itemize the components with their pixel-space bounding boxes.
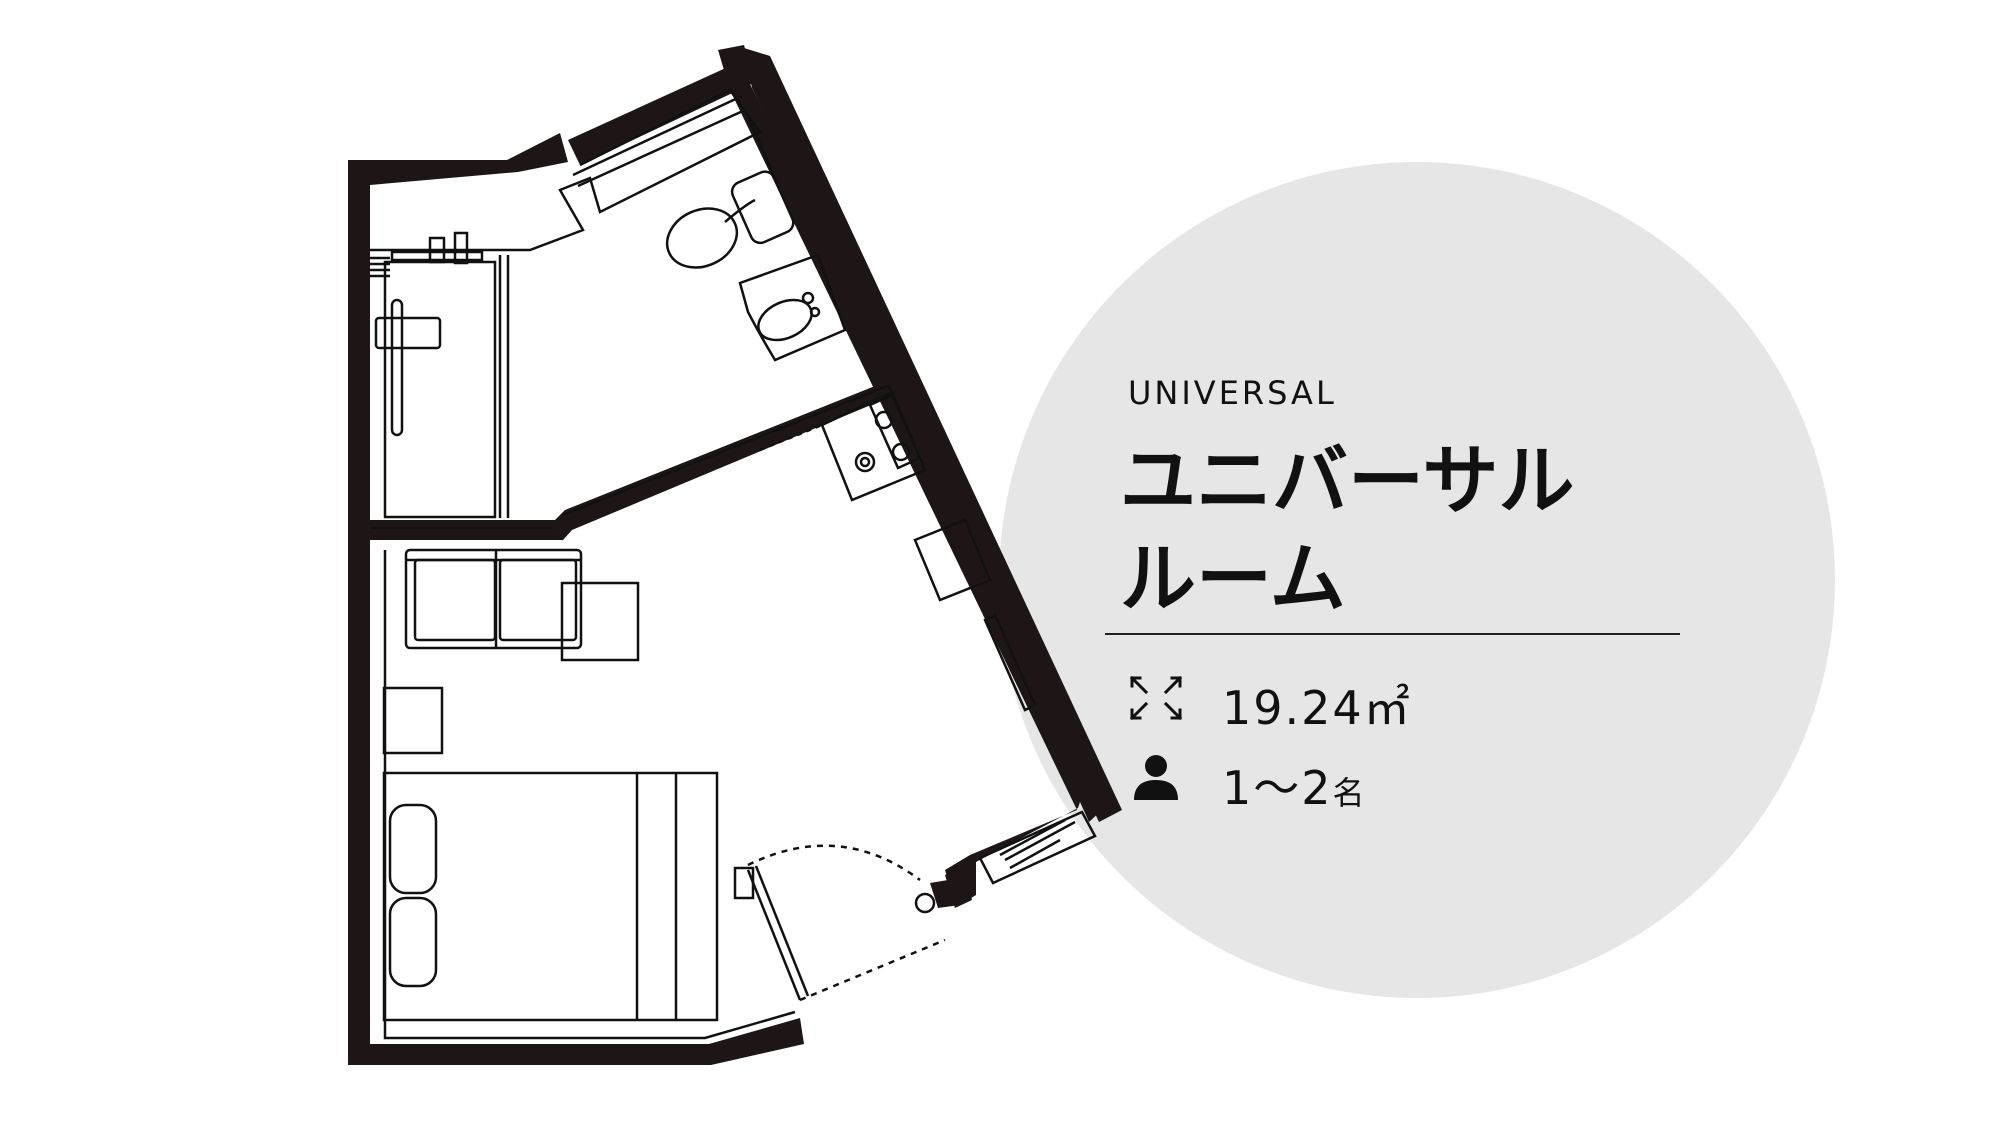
inner-wall-line bbox=[383, 550, 796, 1040]
floor-plan bbox=[348, 45, 1122, 1065]
person-icon bbox=[1134, 755, 1178, 800]
bathroom-block bbox=[370, 88, 902, 540]
info-circle-background bbox=[999, 162, 1835, 998]
outer-wall bbox=[348, 45, 1122, 1065]
side-table bbox=[560, 581, 640, 662]
nightstand bbox=[382, 686, 444, 755]
washbasin bbox=[738, 253, 847, 362]
desk bbox=[913, 518, 1037, 712]
toilet bbox=[665, 170, 795, 269]
kitchenette bbox=[759, 385, 927, 502]
closet bbox=[978, 810, 1097, 885]
sofa bbox=[404, 548, 583, 650]
bed bbox=[382, 771, 719, 1022]
expand-arrows-icon bbox=[1129, 675, 1183, 721]
entrance-door bbox=[733, 844, 946, 1002]
